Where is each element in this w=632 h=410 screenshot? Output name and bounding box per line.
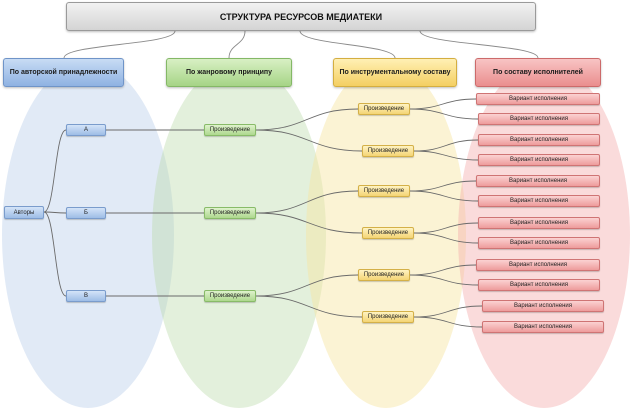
root-node-authors: Авторы	[4, 206, 44, 219]
performance-variant-node: Вариант исполнения	[478, 154, 600, 166]
instrumental-performance-connector	[409, 264, 477, 276]
root-author-connector	[43, 129, 67, 213]
instrumental-performance-connector	[409, 274, 479, 286]
performance-variant-node: Вариант исполнения	[478, 134, 600, 146]
title-header-connector	[299, 30, 396, 59]
author-node-v: В	[66, 290, 106, 302]
genre-work-node: Произведение	[204, 207, 256, 219]
genre-instrumental-connector	[255, 212, 363, 234]
performance-variant-node: Вариант исполнения	[478, 217, 600, 229]
genre-instrumental-connector	[255, 295, 363, 318]
title-header-connector	[419, 30, 539, 59]
genre-work-node: Произведение	[204, 290, 256, 302]
instrumental-performance-connector	[409, 98, 477, 110]
instrumental-work-node: Произведение	[358, 185, 410, 197]
header-instrumental: По инструментальному составу	[333, 58, 457, 87]
instrumental-work-node: Произведение	[362, 311, 414, 323]
instrumental-work-node: Произведение	[358, 269, 410, 281]
instrumental-performance-connector	[413, 316, 483, 328]
root-author-connector	[43, 211, 67, 214]
genre-instrumental-connector	[255, 190, 359, 214]
instrumental-performance-connector	[413, 139, 479, 152]
instrumental-performance-connector	[413, 232, 479, 244]
author-node-a: А	[66, 124, 106, 136]
performance-variant-node: Вариант исполнения	[476, 259, 600, 271]
instrumental-work-node: Произведение	[362, 227, 414, 239]
performance-variant-node: Вариант исполнения	[478, 113, 600, 125]
performance-variant-node: Вариант исполнения	[482, 300, 604, 312]
title-header-connector	[63, 30, 176, 59]
genre-instrumental-connector	[255, 129, 363, 152]
instrumental-work-node: Произведение	[358, 103, 410, 115]
authors-group-ellipse	[2, 62, 174, 408]
instrumental-performance-connector	[409, 190, 479, 202]
performance-variant-node: Вариант исполнения	[476, 175, 600, 187]
instrumental-work-node: Произведение	[362, 145, 414, 157]
header-authors: По авторской принадлежности	[3, 58, 124, 87]
header-performers: По составу исполнителей	[475, 58, 601, 87]
performance-variant-node: Вариант исполнения	[478, 279, 600, 291]
root-author-connector	[43, 211, 67, 297]
genre-work-node: Произведение	[204, 124, 256, 136]
performance-variant-node: Вариант исполнения	[476, 93, 600, 105]
performance-variant-node: Вариант исполнения	[482, 321, 604, 333]
genre-group-ellipse	[152, 62, 326, 408]
instrumental-performance-connector	[413, 305, 483, 318]
instrumental-performance-connector	[413, 150, 479, 161]
instrumental-performance-connector	[409, 180, 477, 192]
performance-variant-node: Вариант исполнения	[478, 237, 600, 249]
author-node-b: Б	[66, 207, 106, 219]
instrumental-performance-connector	[409, 108, 479, 120]
performance-variant-node: Вариант исполнения	[478, 195, 600, 207]
diagram-title: СТРУКТУРА РЕСУРСОВ МЕДИАТЕКИ	[66, 2, 536, 31]
genre-instrumental-connector	[255, 274, 359, 297]
header-genre: По жанровому принципу	[166, 58, 292, 87]
instrumental-performance-connector	[413, 222, 479, 234]
title-header-connector	[228, 30, 246, 59]
genre-instrumental-connector	[255, 108, 359, 131]
